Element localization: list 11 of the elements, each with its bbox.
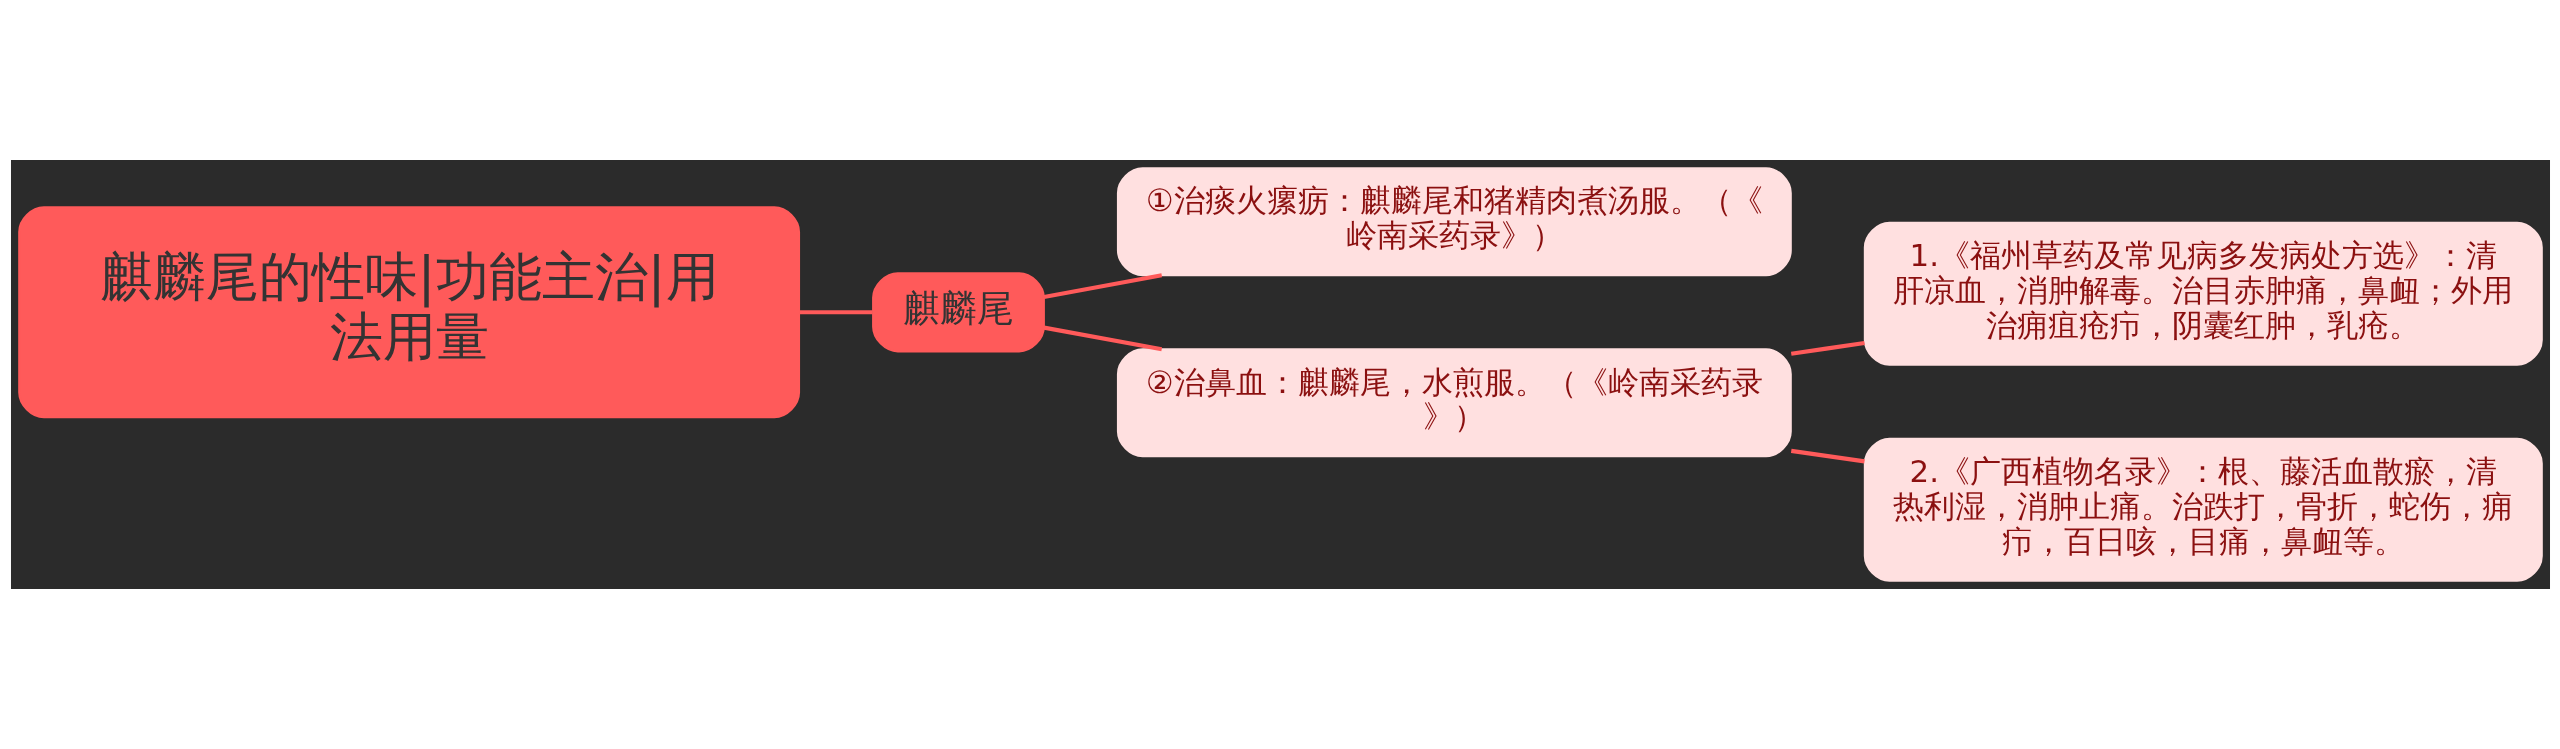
node-box: 麒麟尾 (871, 272, 1045, 353)
node-box: ②治鼻血：麒麟尾，水煎服。（《岭南采药录》） (1116, 348, 1792, 458)
connector (1790, 341, 1865, 356)
node-box: ①治痰火瘰疬：麒麟尾和猪精肉煮汤服。（《岭南采药录》） (1116, 167, 1792, 277)
connector (1043, 273, 1162, 299)
connector (1043, 325, 1162, 352)
node-box: 1.《福州草药及常见病多发病处方选》：清肝凉血，消肿解毒。治目赤肿痛，鼻衄；外用治痈疽疮疖，阴囊红肿，乳疮。 (1863, 221, 2543, 366)
node-box: 麒麟尾的性味|功能主治|用法用量 (17, 206, 800, 419)
connector (1790, 448, 1865, 464)
node-box: 2.《广西植物名录》：根、藤活血散瘀，清热利湿，消肿止痛。治跌打，骨折，蛇伤，痈疖，百日咳，目痛，鼻衄等。 (1863, 437, 2543, 582)
connector (798, 310, 873, 315)
